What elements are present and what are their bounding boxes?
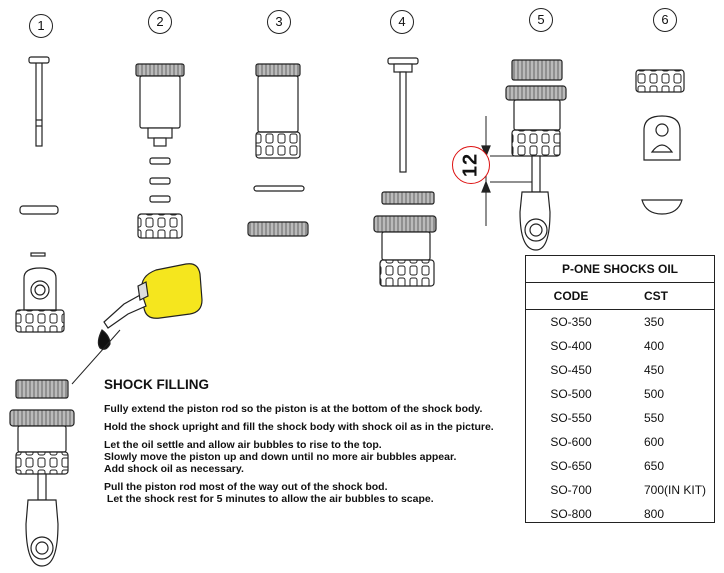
instruction-paragraph: Let the oil settle and allow air bubbles… <box>104 439 514 475</box>
step1-end-cap <box>15 267 65 333</box>
table-row: SO-800 800 <box>526 502 714 526</box>
instruction-line: Slowly move the piston up and down until… <box>104 451 457 463</box>
oil-code: SO-800 <box>550 507 592 521</box>
column-header-cst: CST <box>644 289 668 303</box>
oil-cst: 350 <box>644 315 665 329</box>
oil-cst: 800 <box>644 507 665 521</box>
instruction-paragraph: Fully extend the piston rod so the pisto… <box>104 403 514 415</box>
table-row: SO-600 600 <box>526 430 714 454</box>
instruction-line: Let the shock rest for 5 minutes to allo… <box>104 493 434 505</box>
oil-code: SO-350 <box>550 315 592 329</box>
table-row: SO-700 700(IN KIT) <box>526 478 714 502</box>
oil-cst: 450 <box>644 363 665 377</box>
step6-parts <box>635 69 685 215</box>
oil-bottle <box>71 263 203 385</box>
oil-cst: 700(IN KIT) <box>644 483 707 497</box>
step2-shock-body <box>135 63 185 239</box>
step-number: 2 <box>148 10 172 34</box>
oil-cst: 500 <box>644 387 665 401</box>
oil-cst: 550 <box>644 411 665 425</box>
step4-rod-and-body <box>373 57 437 287</box>
step5-assembled-shock <box>481 59 567 251</box>
oil-code: SO-700 <box>550 483 592 497</box>
shock-oil-table: P-ONE SHOCKS OIL CODE CST SO-350 350 SO-4… <box>525 255 715 523</box>
step-number: 3 <box>267 10 291 34</box>
table-row: SO-500 500 <box>526 382 714 406</box>
oil-code: SO-550 <box>550 411 592 425</box>
oil-table-title: P-ONE SHOCKS OIL <box>526 256 714 283</box>
step-number: 1 <box>29 14 53 38</box>
oil-code: SO-500 <box>550 387 592 401</box>
step-number: 5 <box>529 8 553 32</box>
step3-shock-body <box>247 63 309 237</box>
table-row: SO-550 550 <box>526 406 714 430</box>
table-row: SO-650 650 <box>526 454 714 478</box>
table-row: SO-400 400 <box>526 334 714 358</box>
instruction-paragraph: Pull the piston rod most of the way out … <box>104 481 514 505</box>
shock-filling-instructions: SHOCK FILLING Fully extend the piston ro… <box>104 377 514 511</box>
instruction-line: Let the oil settle and allow air bubbles… <box>104 439 382 451</box>
oil-table-header: CODE CST <box>526 283 714 310</box>
oil-code: SO-600 <box>550 435 592 449</box>
shock-being-filled <box>9 379 75 567</box>
column-header-code: CODE <box>553 289 589 303</box>
instruction-line: Hold the shock upright and fill the shoc… <box>104 421 494 433</box>
step1-piston <box>19 205 59 215</box>
step-number: 6 <box>653 8 677 32</box>
dimension-label: 12 <box>459 152 482 178</box>
table-row: SO-350 350 <box>526 310 714 334</box>
oil-code: SO-450 <box>550 363 592 377</box>
instruction-line: Add shock oil as necessary. <box>104 463 244 475</box>
oil-code: SO-650 <box>550 459 592 473</box>
oil-cst: 600 <box>644 435 665 449</box>
instruction-paragraph: Hold the shock upright and fill the shoc… <box>104 421 514 433</box>
oil-cst: 650 <box>644 459 665 473</box>
table-row: SO-450 450 <box>526 358 714 382</box>
step-number: 4 <box>390 10 414 34</box>
step1-piston-rod <box>28 56 50 147</box>
step1-washer <box>30 252 46 257</box>
instruction-line: Fully extend the piston rod so the pisto… <box>104 403 483 415</box>
oil-cst: 400 <box>644 339 665 353</box>
instruction-line: Pull the piston rod most of the way out … <box>104 481 388 493</box>
oil-code: SO-400 <box>550 339 592 353</box>
instructions-title: SHOCK FILLING <box>104 377 209 392</box>
dimension-callout: 12 <box>452 146 490 184</box>
